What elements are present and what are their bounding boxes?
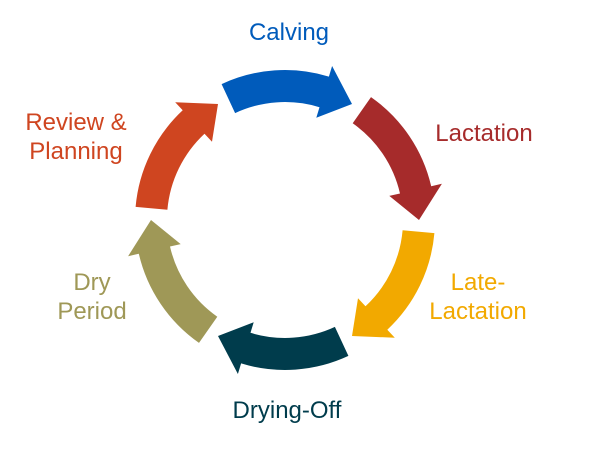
- label-review-planning: Review &Planning: [25, 109, 127, 165]
- arrow-late-lactation: [352, 230, 435, 338]
- label-lactation: Lactation: [435, 120, 533, 147]
- label-drying-off: Drying-Off: [232, 397, 342, 424]
- label-calving: Calving: [248, 19, 330, 46]
- arrow-dry-period: [128, 220, 218, 343]
- arrow-lactation: [352, 97, 442, 220]
- label-late-lactation: Late-Lactation: [429, 269, 527, 325]
- arrow-review-planning: [135, 102, 218, 210]
- arrow-calving: [221, 66, 352, 118]
- arrow-drying-off: [218, 322, 349, 374]
